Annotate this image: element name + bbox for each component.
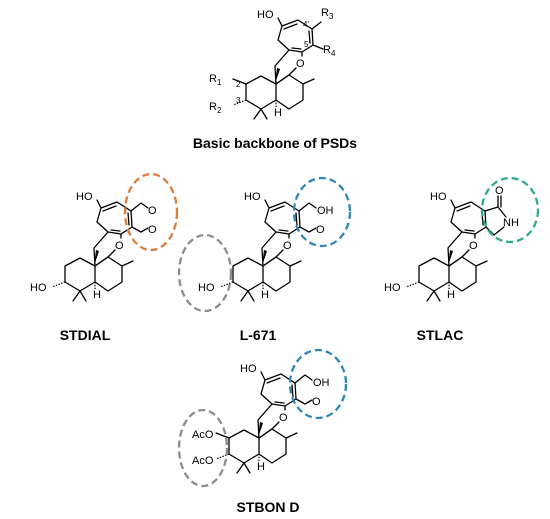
stlac-3-oh-label: HO: [384, 282, 401, 294]
stbon-highlight-grey: [177, 408, 229, 488]
stdial-structure: HO O H HO O O: [30, 191, 157, 302]
l671-3-oh-label: HO: [198, 282, 215, 294]
stlac-caption: STLAC: [417, 327, 464, 343]
stlac-h-label: H: [447, 289, 455, 301]
l671-highlight-blue: [292, 176, 352, 248]
l671-structure: HO O H HO OH O: [198, 191, 334, 302]
stbon-d-structure: HO O H AcO AcO OH O: [192, 363, 330, 474]
stlac-o-ring-label: O: [469, 240, 478, 252]
backbone-locant-4p: 4': [303, 20, 309, 29]
stbon-ho-label: HO: [240, 363, 257, 375]
stbon-aco-2: AcO: [192, 455, 214, 467]
backbone-caption: Basic backbone of PSDs: [193, 135, 357, 151]
l671-o-ring-label: O: [283, 240, 292, 252]
l671-ch2oh-label: OH: [317, 205, 334, 217]
stbon-o-ring-label: O: [279, 412, 288, 424]
stdial-ho-label: HO: [76, 191, 93, 203]
stbon-d-caption: STBON D: [237, 499, 300, 515]
stbon-cho-o: O: [312, 396, 321, 408]
stbon-ch2oh-label: OH: [313, 377, 330, 389]
stbon-h-label: H: [257, 461, 265, 473]
stlac-nh-label: NH: [503, 217, 519, 229]
backbone-structure: HO O H R1 R2 2 3 R3 R4 4' 5': [209, 7, 336, 120]
stbon-highlight-blue: [288, 348, 348, 420]
backbone-r2-label: R2: [209, 101, 222, 115]
backbone-r4-label: R4: [323, 44, 336, 58]
stlac-structure: HO O H HO O NH: [384, 185, 519, 302]
stlac-lactam-o: O: [495, 185, 504, 197]
l671-ho-label: HO: [244, 191, 261, 203]
stdial-3-oh-label: HO: [30, 282, 47, 294]
stdial-caption: STDIAL: [60, 327, 111, 343]
stbon-aco-1: AcO: [192, 429, 214, 441]
backbone-locant-3: 3: [236, 96, 241, 105]
backbone-o-label: O: [296, 58, 305, 70]
backbone-locant-2: 2: [236, 80, 241, 89]
l671-cho-o: O: [316, 224, 325, 236]
l671-caption: L-671: [240, 327, 277, 343]
backbone-locant-5p: 5': [304, 40, 310, 49]
stdial-h-label: H: [93, 289, 101, 301]
l671-highlight-grey: [177, 233, 233, 313]
stdial-highlight-orange: [123, 172, 179, 252]
stdial-cho-o-2: O: [148, 224, 157, 236]
stdial-cho-o-1: O: [148, 205, 157, 217]
backbone-r1-label: R1: [209, 73, 222, 87]
stdial-o-ring-label: O: [115, 240, 124, 252]
stlac-ho-label: HO: [430, 191, 447, 203]
backbone-h-label: H: [274, 107, 282, 119]
backbone-ho-label: HO: [257, 9, 274, 21]
stlac-highlight-teal: [480, 176, 540, 244]
l671-h-label: H: [261, 289, 269, 301]
backbone-r3-label: R3: [321, 7, 334, 21]
